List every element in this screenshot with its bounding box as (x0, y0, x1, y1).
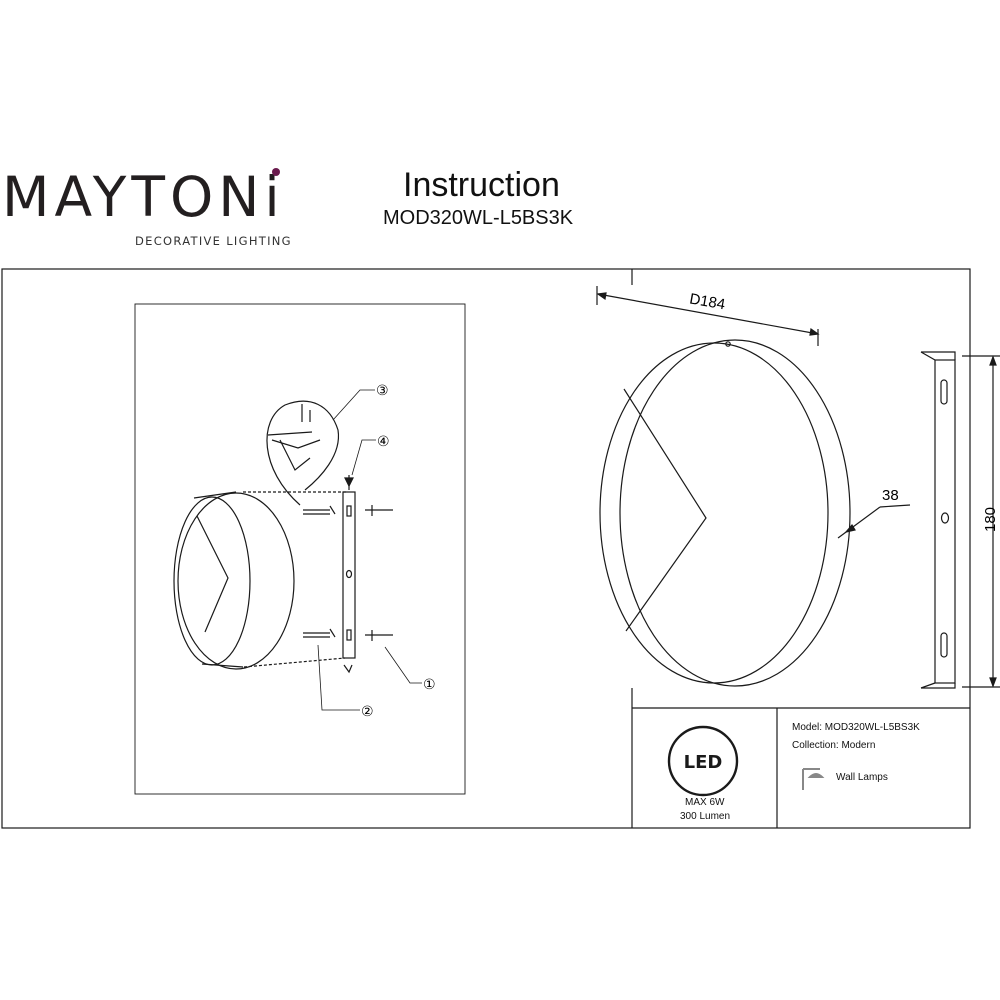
install-mounting-plate (342, 475, 356, 674)
spec-power: MAX 6W (685, 797, 725, 808)
install-screws (303, 505, 393, 641)
dimension-height-label: 180 (982, 507, 999, 532)
brand-name: MAYTONi (2, 165, 285, 229)
wiring-detail-bubble (266, 400, 340, 506)
document-model: MOD320WL-L5BS3K (383, 207, 574, 229)
led-badge-label: LED (684, 752, 723, 773)
dimension-diameter-line (596, 286, 820, 346)
spec-type: Wall Lamps (836, 772, 888, 783)
install-lamp (173, 491, 348, 670)
callout-2: ② (361, 704, 374, 720)
callout-4: ④ (377, 434, 390, 450)
led-badge-icon (667, 725, 739, 797)
leader-lines (317, 389, 422, 711)
front-view-lamp (599, 339, 851, 687)
outer-frame (1, 268, 971, 829)
callout-1: ① (423, 677, 436, 693)
side-mounting-bracket (920, 351, 956, 689)
brand-logo: MAYTONi (2, 170, 285, 225)
dimension-depth-label: 38 (882, 487, 899, 504)
dimension-diameter-label: D184 (688, 290, 726, 313)
brand-tagline: DECORATIVE LIGHTING (135, 234, 292, 248)
brand-dot-icon (272, 168, 280, 176)
dimension-depth-line (837, 504, 911, 539)
wall-lamp-icon (802, 768, 825, 790)
installation-panel (134, 303, 466, 795)
dimension-height-line (962, 355, 1000, 688)
spec-model: Model: MOD320WL-L5BS3K (792, 722, 920, 733)
document-title: Instruction (403, 166, 560, 204)
spec-lumen: 300 Lumen (680, 811, 731, 822)
callout-3: ③ (376, 383, 389, 399)
spec-collection: Collection: Modern (792, 740, 876, 751)
